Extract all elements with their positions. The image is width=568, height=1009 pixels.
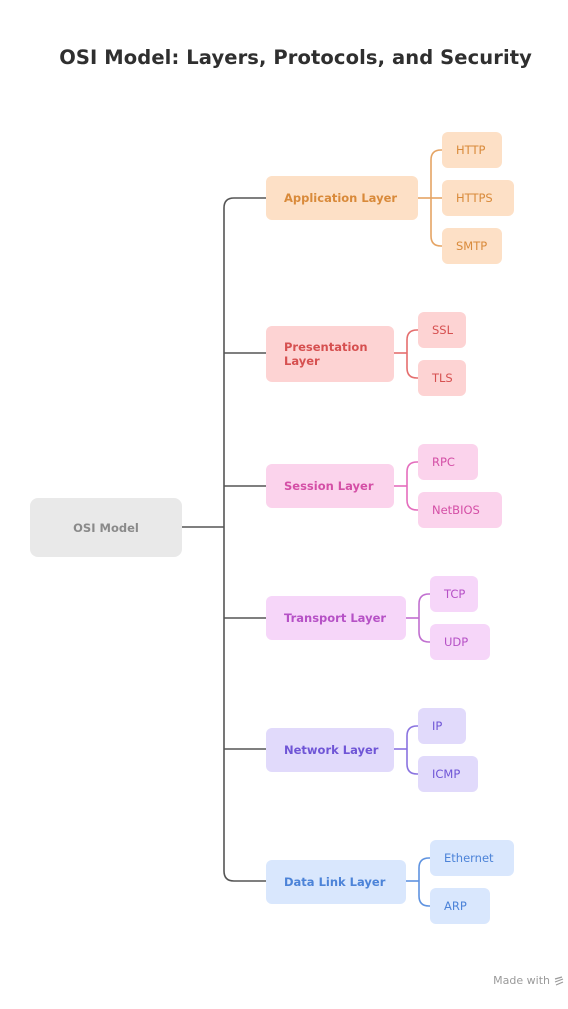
trunk-line bbox=[223, 197, 235, 882]
diagram-title: OSI Model: Layers, Protocols, and Securi… bbox=[59, 46, 532, 69]
protocol-netbios: NetBIOS bbox=[418, 492, 502, 528]
protocol-icmp: ICMP bbox=[418, 756, 478, 792]
presentation-protocol-connectors bbox=[394, 329, 418, 379]
protocol-ssl: SSL bbox=[418, 312, 466, 348]
layer-transport: Transport Layer bbox=[266, 596, 406, 640]
brand-logo-icon bbox=[554, 975, 564, 986]
transport-protocol-connectors bbox=[406, 593, 430, 643]
layer-network: Network Layer bbox=[266, 728, 394, 772]
protocol-arp: ARP bbox=[430, 888, 490, 924]
layer-application: Application Layer bbox=[266, 176, 418, 220]
protocol-https: HTTPS bbox=[442, 180, 514, 216]
application-protocol-connectors bbox=[418, 149, 442, 247]
footer-text: Made with bbox=[493, 974, 550, 987]
datalink-protocol-connectors bbox=[406, 857, 430, 907]
root-node: OSI Model bbox=[30, 498, 182, 557]
protocol-ip: IP bbox=[418, 708, 466, 744]
layer-session: Session Layer bbox=[266, 464, 394, 508]
protocol-ethernet: Ethernet bbox=[430, 840, 514, 876]
layer-datalink: Data Link Layer bbox=[266, 860, 406, 904]
network-protocol-connectors bbox=[394, 725, 418, 775]
session-protocol-connectors bbox=[394, 461, 418, 511]
protocol-tcp: TCP bbox=[430, 576, 478, 612]
made-with-footer[interactable]: Made with bbox=[493, 974, 564, 987]
protocol-smtp: SMTP bbox=[442, 228, 502, 264]
protocol-http: HTTP bbox=[442, 132, 502, 168]
protocol-rpc: RPC bbox=[418, 444, 478, 480]
protocol-udp: UDP bbox=[430, 624, 490, 660]
protocol-tls: TLS bbox=[418, 360, 466, 396]
layer-presentation: Presentation Layer bbox=[266, 326, 394, 382]
